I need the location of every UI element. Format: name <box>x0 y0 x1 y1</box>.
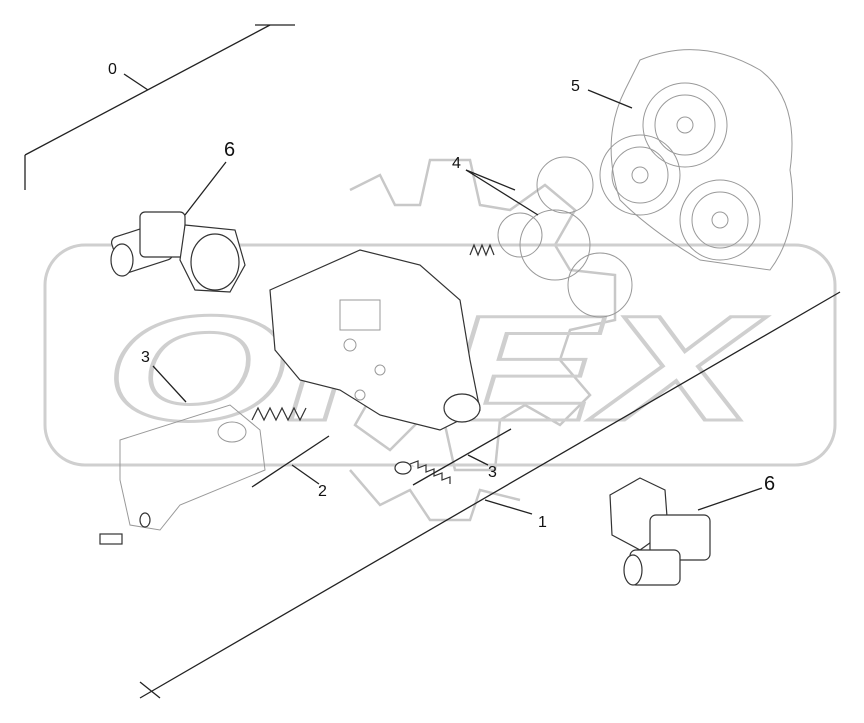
callout-0: 0 <box>108 61 117 78</box>
callout-3-left: 3 <box>141 349 150 366</box>
callout-3-right: 3 <box>488 464 497 481</box>
leader-lines <box>123 73 763 515</box>
callout-2: 2 <box>318 483 327 500</box>
callout-4: 4 <box>452 155 461 172</box>
watermark-frame <box>43 243 837 467</box>
screw-part-3-long <box>394 460 451 484</box>
callout-6-top: 6 <box>224 139 235 161</box>
screw-small <box>99 512 151 545</box>
callout-5: 5 <box>571 78 580 95</box>
cover-plate <box>119 404 266 531</box>
spring-part-2 <box>251 243 495 422</box>
callout-6-bottom: 6 <box>764 473 775 495</box>
callout-labels: 0 1 2 3 3 4 5 6 6 <box>108 61 775 531</box>
gear-set <box>497 156 633 318</box>
callout-1: 1 <box>538 514 547 531</box>
valve-body <box>269 249 481 431</box>
elbow-fitting-bottom <box>609 477 711 586</box>
elbow-fitting-top <box>110 211 246 293</box>
gear-pump-housing <box>599 49 793 271</box>
